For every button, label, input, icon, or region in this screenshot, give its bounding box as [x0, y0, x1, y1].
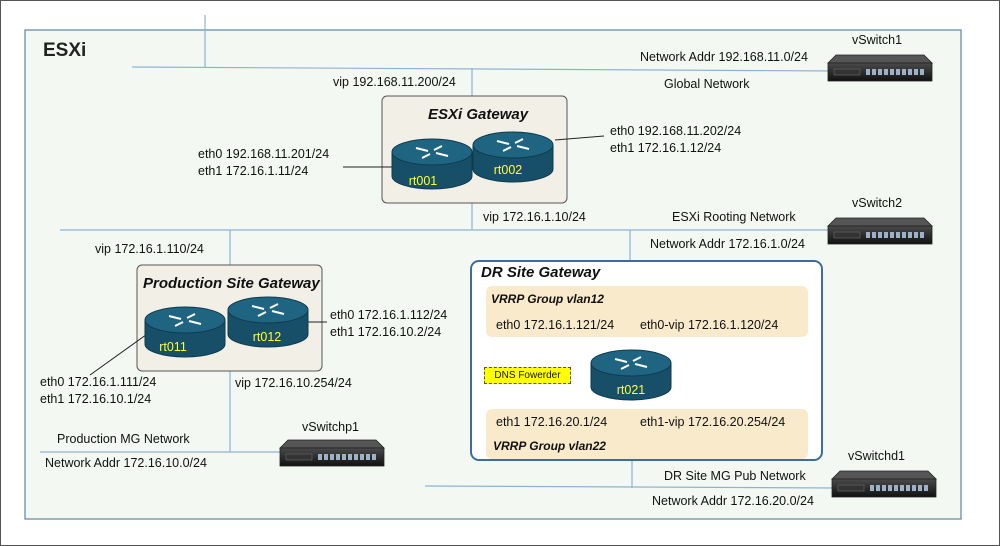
production-gateway-title: Production Site Gateway: [143, 275, 320, 292]
vswitch2-switch-icon: [827, 217, 933, 245]
dr-mg-network-addr: Network Addr 172.16.20.0/24: [652, 494, 814, 508]
vrrp-group-vlan12: VRRP Group vlan12: [491, 292, 604, 306]
vrrp-band-bottom: [486, 409, 808, 459]
global-network-name: Global Network: [664, 77, 750, 91]
dr-eth1-vip: eth1-vip 172.16.20.254/24: [640, 415, 786, 429]
rt001-router-icon: [391, 138, 473, 190]
production-mg-network-name: Production MG Network: [57, 432, 190, 446]
rt012-router-icon: [227, 296, 309, 348]
rooting-network-addr: Network Addr 172.16.1.0/24: [650, 237, 805, 251]
dr-eth1: eth1 172.16.20.1/24: [496, 415, 608, 429]
rt011-eth1: eth1 172.16.10.1/24: [40, 392, 152, 406]
vswitchp1-label: vSwitchp1: [302, 420, 359, 434]
dr-eth0: eth0 172.16.1.121/24: [496, 318, 615, 332]
rt021-name: rt021: [616, 383, 646, 397]
dr-mg-network-name: DR Site MG Pub Network: [664, 469, 806, 483]
rooting-network-name: ESXi Rooting Network: [672, 210, 796, 224]
global-network-line: [131, 66, 836, 72]
production-mg-network-addr: Network Addr 172.16.10.0/24: [45, 456, 207, 470]
rt011-pointer: [89, 331, 151, 376]
rt002-eth0: eth0 192.168.11.202/24: [610, 124, 742, 138]
dr-mg-network-line: [424, 485, 836, 489]
dns-forwarder-badge: DNS Fowerder: [484, 367, 571, 384]
vswitchp1-switch-icon: [279, 439, 385, 467]
rt012-name: rt012: [252, 330, 282, 344]
vswitchd1-switch-icon: [831, 470, 937, 498]
vswitchd1-label: vSwitchd1: [848, 449, 905, 463]
rt002-router-icon: [472, 131, 554, 183]
rt011-router-icon: [144, 306, 226, 358]
production-vip-bottom: vip 172.16.10.254/24: [235, 376, 352, 390]
esxi-gateway-vip: vip 172.16.1.10/24: [483, 210, 586, 224]
vswitch2-label: vSwitch2: [852, 196, 903, 210]
rt002-pointer: [554, 135, 605, 141]
dr-eth0-vip: eth0-vip 172.16.1.120/24: [640, 318, 779, 332]
rt002-eth1: eth1 172.16.1.12/24: [610, 141, 722, 155]
rt001-name: rt001: [408, 174, 438, 188]
dr-gateway-title: DR Site Gateway: [481, 264, 601, 281]
global-vip-label: vip 192.168.11.200/24: [333, 75, 456, 89]
vrrp-group-vlan22: VRRP Group vlan22: [493, 439, 606, 453]
rt001-eth1: eth1 172.16.1.11/24: [198, 164, 309, 178]
rt011-name: rt011: [159, 340, 187, 354]
rt011-eth0: eth0 172.16.1.111/24: [40, 375, 157, 389]
rt012-eth1: eth1 172.16.10.2/24: [330, 325, 442, 339]
esxi-gateway-title: ESXi Gateway: [428, 106, 529, 123]
rt001-eth0: eth0 192.168.11.201/24: [198, 147, 330, 161]
global-network-addr: Network Addr 192.168.11.0/24: [640, 50, 808, 64]
esxi-title: ESXi: [43, 40, 87, 61]
rt002-name: rt002: [493, 163, 523, 177]
rt012-eth0: eth0 172.16.1.112/24: [330, 308, 448, 322]
production-vip-top: vip 172.16.1.110/24: [95, 242, 204, 256]
rt021-router-icon: [590, 349, 672, 401]
vswitch1-label: vSwitch1: [852, 33, 903, 47]
vrrp-band-top: [486, 286, 808, 337]
vswitch1-switch-icon: [827, 54, 933, 82]
